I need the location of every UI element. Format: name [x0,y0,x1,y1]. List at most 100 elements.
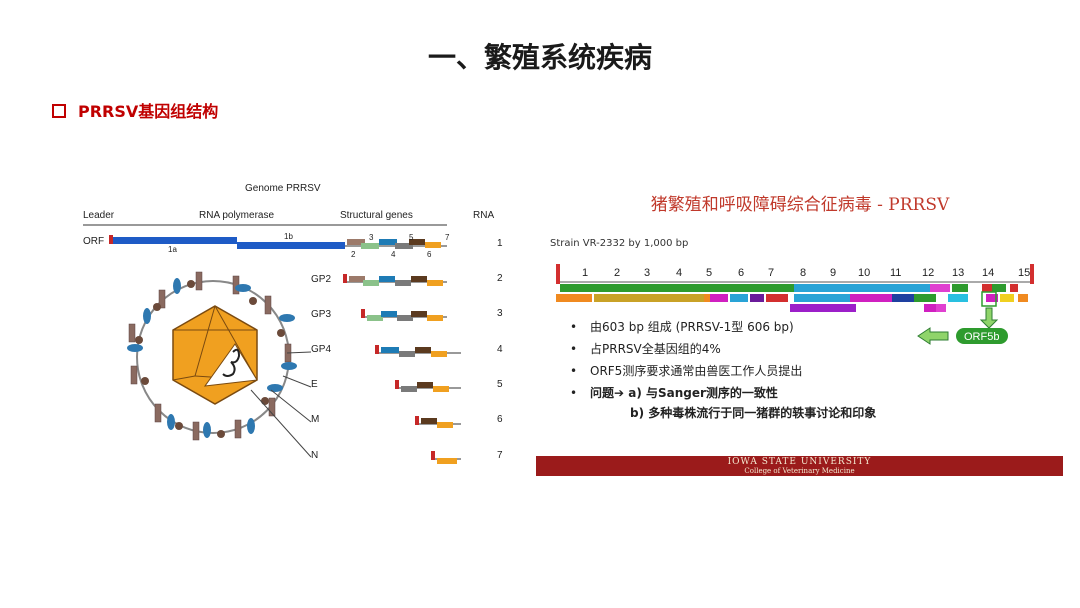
col-structural: Structural genes [340,210,413,221]
scale-5: 5 [706,267,712,279]
nsp-magenta-2 [850,294,892,302]
orf-num-2: 2 [351,250,356,259]
gene-pink-1 [930,284,950,292]
down-arrow-icon [981,308,997,328]
list-item: •由603 bp 组成 (PRRSV-1型 606 bp) [570,316,802,338]
scale-1: 1 [582,267,588,279]
rna-number-5: 5 [497,379,503,390]
scale-3: 3 [644,267,650,279]
orf-num-6: 6 [427,250,432,259]
nsp-green [914,294,936,302]
slide-title: 一、繁殖系统疾病 [0,36,1080,76]
panel-title: 猪繁殖和呼吸障碍综合征病毒 - PRRSV [536,190,1064,215]
scale-6: 6 [738,267,744,279]
orf-num-4: 4 [391,250,396,259]
gene-red-3 [982,284,992,292]
subtitle-text: PRRSV基因组结构 [78,102,218,121]
gene-orange-3 [1018,294,1028,302]
bullet-b-text: b) 多种毒株流行于同一猪群的轶事讨论和印象 [630,404,876,421]
subgenomic-rna-7 [431,451,461,464]
list-item: •占PRRSV全基因组的4% [570,338,802,360]
scale-4: 4 [676,267,682,279]
isu-banner: IOWA STATE UNIVERSITY College of Veterin… [536,456,1063,476]
gene-green-3 [992,284,1006,292]
bullet-list: •由603 bp 组成 (PRRSV-1型 606 bp) •占PRRSV全基因… [570,316,802,404]
orf4-block [379,239,397,245]
col-polymerase: RNA polymerase [199,210,274,221]
scale-13: 13 [952,267,964,279]
subgenomic-rna-2 [343,274,447,286]
rna-number-6: 6 [497,414,503,425]
orf1b-label: 1b [284,232,293,241]
rna-number-4: 4 [497,344,503,355]
col-leader: Leader [83,210,115,221]
left-arrow-icon [918,328,948,344]
scale-8: 8 [800,267,806,279]
scale-12: 12 [922,267,934,279]
rna-number-3: 3 [497,308,503,319]
isu-name: IOWA STATE UNIVERSITY [536,456,1063,467]
protein-gp4: GP4 [311,344,331,355]
gene-green-2 [952,284,968,292]
gene-yellow [1000,294,1014,302]
genome-diagram: Genome PRRSV Leader RNA polymerase Struc… [75,176,515,476]
orf5b-label: ORF5b [964,331,999,343]
nsp-orange-1 [556,294,592,302]
protein-labels: GP2 GP3 GP4 E M N [311,274,331,461]
scale-14: 14 [982,267,994,279]
genome-header: Genome PRRSV [245,183,321,194]
list-item: •ORF5测序要求通常由兽医工作人员提出 [570,360,802,382]
rna-number-7: 7 [497,450,503,461]
subgenomic-rna-6 [415,416,461,428]
orf-num-7: 7 [445,233,450,242]
protein-e: E [311,379,318,390]
orf1a-green [560,284,794,292]
scale-9: 9 [830,267,836,279]
checkbox-icon [52,104,66,118]
scale-11: 11 [890,267,901,279]
orf7-block [425,242,441,248]
gene-magenta-4 [924,304,936,312]
nsp-red [766,294,788,302]
gene-cyan [948,294,968,302]
gene-red-4 [1010,284,1018,292]
scale-2: 2 [614,267,620,279]
nsp-olive [594,294,704,302]
protein-gp2: GP2 [311,274,331,285]
isu-college: College of Veterinary Medicine [536,467,1063,475]
utr-3 [1030,264,1034,284]
list-item: •问题➔ a) 与Sanger测序的一致性 [570,382,802,404]
nsp-blue-1 [730,294,748,302]
rna-numbers: 1 2 3 4 5 6 7 [497,238,503,461]
orf1a-label: 1a [168,245,177,254]
nsp-purple-2 [790,304,856,312]
orf-num-3: 3 [369,233,374,242]
orf1a-bar [113,237,237,244]
scale-7: 7 [768,267,774,279]
virion-illustration [127,272,311,457]
protein-gp3: GP3 [311,309,331,320]
orf5-panel: 猪繁殖和呼吸障碍综合征病毒 - PRRSV Strain VR-2332 by … [536,176,1064,476]
col-rna: RNA [473,210,494,221]
subgenomic-rna-5 [395,380,461,392]
scale-15: 15 [1018,267,1030,279]
scale-10: 10 [858,267,870,279]
subgenomic-rna-3 [361,309,447,321]
nsp-blue-2 [794,294,850,302]
protein-m: M [311,414,319,425]
nsp-purple [750,294,764,302]
nsp-navy [892,294,914,302]
protein-n: N [311,450,318,461]
orf3-block [361,243,379,249]
orf1b-blue [794,284,930,292]
rna-number-1: 1 [497,238,503,249]
utr-5 [556,264,560,284]
strain-label: Strain VR-2332 by 1,000 bp [550,238,688,249]
nsp-orange-2 [704,294,710,302]
subgenomic-rna-4 [375,345,461,357]
orf1b-bar [237,242,345,249]
slide-subtitle: PRRSV基因组结构 [52,98,218,122]
orf-label: ORF [83,236,104,247]
leader-bar [109,235,113,244]
orf-num-5: 5 [409,233,414,242]
